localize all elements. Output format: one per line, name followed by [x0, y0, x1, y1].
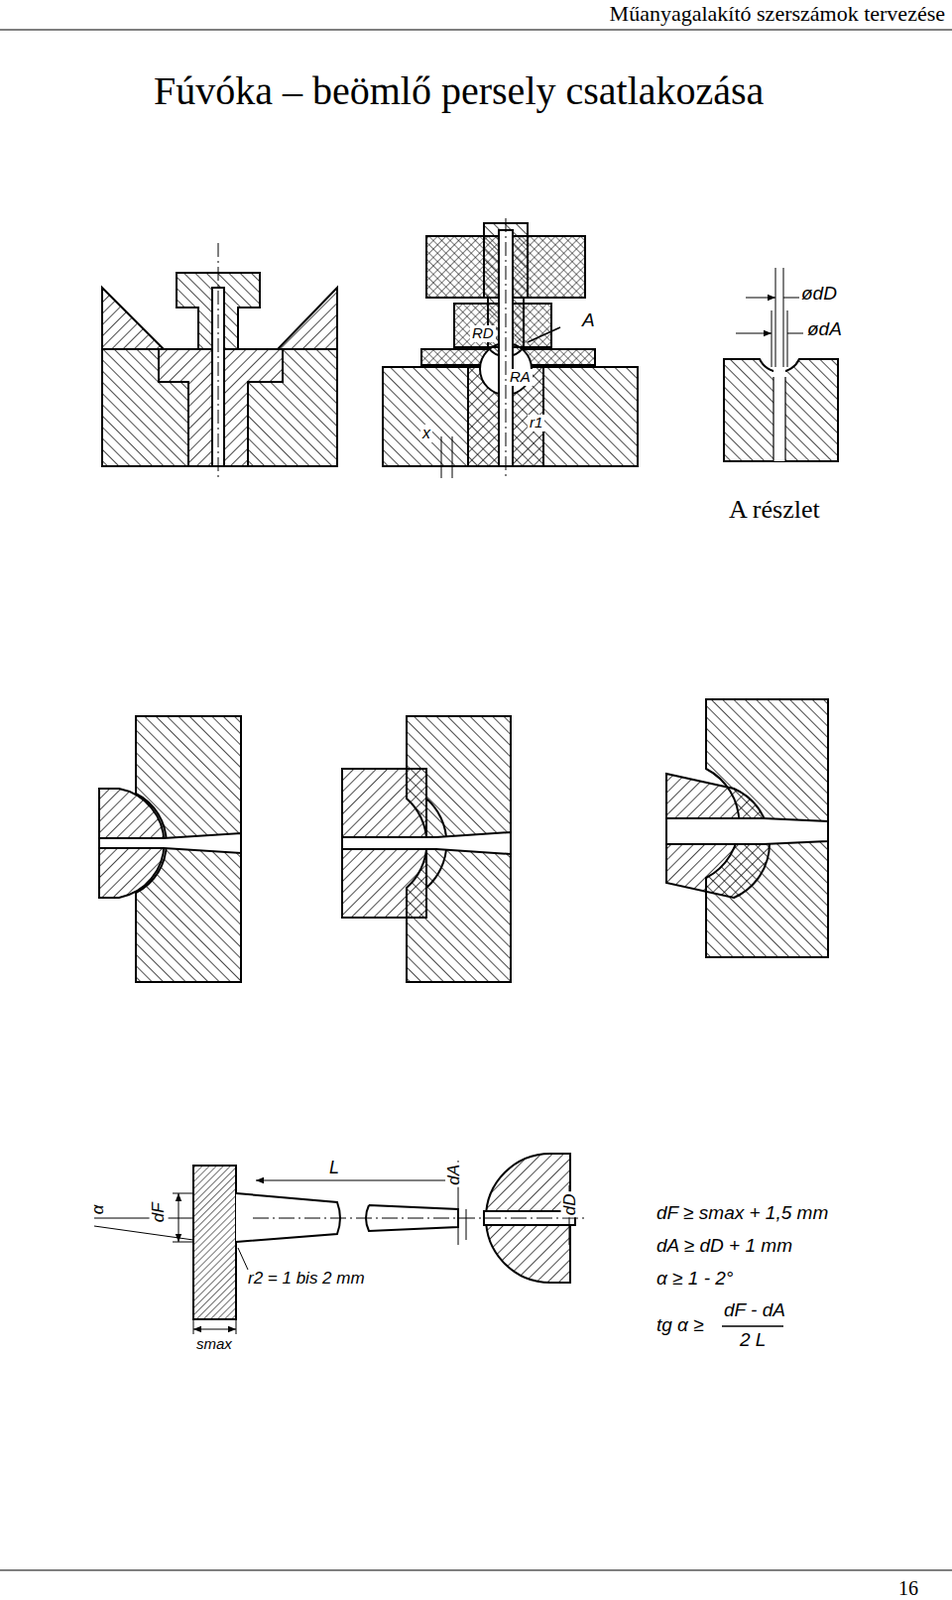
- formula-numerator: dF - dA: [721, 1300, 788, 1321]
- radius-note: r2 = 1 bis 2 mm: [245, 1269, 367, 1289]
- dimension-label: smax: [194, 1335, 235, 1353]
- dimension-label: dA: [445, 1162, 465, 1188]
- formula: α ≥ 1 - 2°: [654, 1268, 735, 1290]
- dimension-label: x: [420, 424, 433, 443]
- formula: dA ≥ dD + 1 mm: [654, 1235, 795, 1257]
- running-header: Műanyagalakító szerszámok tervezése: [607, 1, 948, 26]
- formula: tg α ≥: [654, 1314, 707, 1336]
- diameter-label: ødD: [799, 283, 839, 305]
- angle-label: α: [89, 1201, 109, 1216]
- page-number: 16: [896, 1576, 921, 1599]
- formula-denominator: 2 L: [737, 1329, 768, 1351]
- formula: dF ≥ smax + 1,5 mm: [654, 1202, 831, 1224]
- dimension-label: L: [327, 1158, 342, 1179]
- radius-label: RD: [470, 325, 496, 343]
- detail-caption: A részlet: [726, 495, 823, 525]
- dimension-label: dD: [561, 1190, 581, 1217]
- diameter-label: ødA: [805, 319, 844, 341]
- dimension-label: dF: [149, 1199, 169, 1224]
- page-title: Fúvóka – beömlő persely csatlakozása: [151, 69, 766, 114]
- detail-callout: A: [580, 310, 597, 332]
- radius-label: r1: [527, 414, 545, 432]
- radius-label: RA: [507, 368, 533, 386]
